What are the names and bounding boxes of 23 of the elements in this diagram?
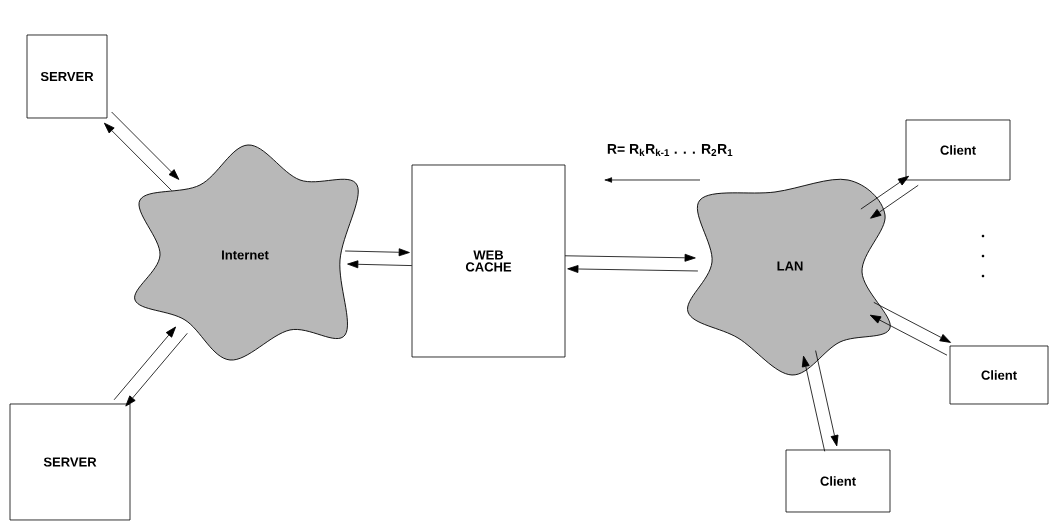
arrow	[860, 175, 910, 210]
arrow	[347, 260, 413, 269]
server-box: SERVER	[26, 34, 108, 119]
arrow	[567, 265, 699, 273]
network-cloud: LAN	[687, 178, 891, 376]
client-box: Client	[949, 345, 1049, 405]
arrow	[801, 355, 826, 452]
arrow	[344, 248, 410, 257]
arrow	[869, 314, 948, 356]
arrow	[870, 184, 919, 219]
server-box: SERVER	[9, 403, 131, 521]
arrow	[103, 122, 172, 191]
arrow	[111, 111, 180, 180]
client-box: Client	[905, 119, 1011, 181]
network-cloud: Internet	[134, 144, 359, 361]
formula-label: R= R$_{k}$R$_{k-1}$ . . . R$_{2}$R$_{1}$	[607, 144, 733, 156]
arrow	[815, 350, 839, 447]
arrow	[113, 326, 176, 401]
client-box: Client	[785, 449, 891, 513]
arrow	[125, 332, 188, 407]
cache-box: WEB CACHE	[411, 164, 566, 358]
arrow	[873, 302, 951, 343]
arrow	[564, 253, 696, 262]
